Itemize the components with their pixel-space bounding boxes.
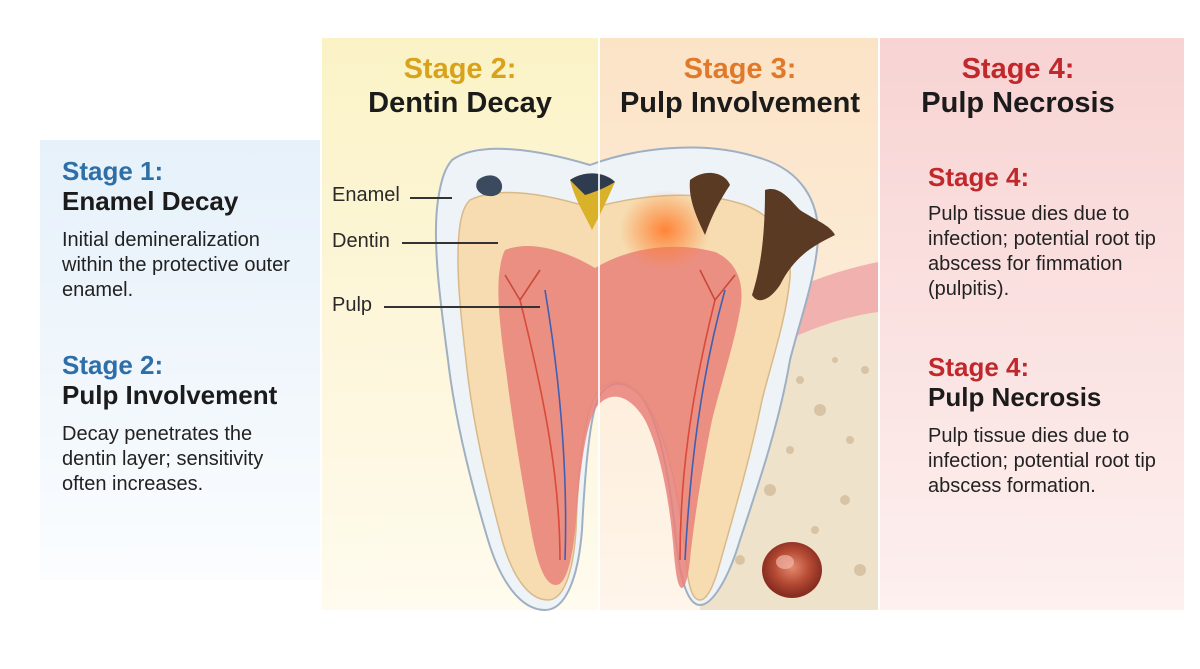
stage4-panel xyxy=(880,38,1184,610)
dentin-leader xyxy=(402,242,498,244)
left-block1-title: Enamel Decay xyxy=(62,186,239,216)
pulp-label: Pulp xyxy=(332,294,373,316)
stage2-header-title: Dentin Decay xyxy=(368,87,552,119)
pulp-chamber xyxy=(498,246,742,589)
left-block1-label: Stage 1: xyxy=(62,156,164,186)
nerve-lines xyxy=(504,269,736,561)
decay-necrosis xyxy=(752,189,835,301)
enamel-label: Enamel xyxy=(332,184,400,206)
decay-pulp xyxy=(689,172,730,235)
right-block2-label: Stage 4: xyxy=(928,352,1030,382)
stage3-header-label: Stage 3: xyxy=(683,53,797,85)
stage3-header-title: Pulp Involvement xyxy=(619,87,861,119)
abscess xyxy=(762,542,822,598)
divider-2-3 xyxy=(598,38,600,610)
left-block2-label: Stage 2: xyxy=(62,350,164,380)
left-block2-title: Pulp Involvement xyxy=(62,380,278,410)
right-block1-label: Stage 4: xyxy=(928,162,1030,192)
pulp-leader xyxy=(384,306,540,308)
divider-3-4 xyxy=(878,38,880,610)
left-block1-desc: Initial demineralization within the prot… xyxy=(62,229,290,301)
left-block2-desc: Decay penetrates the dentin layer; sensi… xyxy=(62,423,264,495)
inflammation xyxy=(620,190,710,270)
right-block2-desc: Pulp tissue dies due to infection; poten… xyxy=(928,425,1156,497)
stage4-header-label: Stage 4: xyxy=(961,53,1075,85)
stage2-header-label: Stage 2: xyxy=(403,53,517,85)
right-block1-desc: Pulp tissue dies due to infection; poten… xyxy=(928,203,1156,300)
decay-enamel xyxy=(476,175,503,197)
enamel-leader xyxy=(410,197,452,199)
decay-dentin-dark xyxy=(570,173,615,195)
stage1-panel xyxy=(40,140,320,580)
abscess-highlight xyxy=(776,555,794,569)
dentin-label: Dentin xyxy=(332,230,390,252)
right-block2-title: Pulp Necrosis xyxy=(928,382,1102,412)
stage4-header-title: Pulp Necrosis xyxy=(921,87,1115,119)
